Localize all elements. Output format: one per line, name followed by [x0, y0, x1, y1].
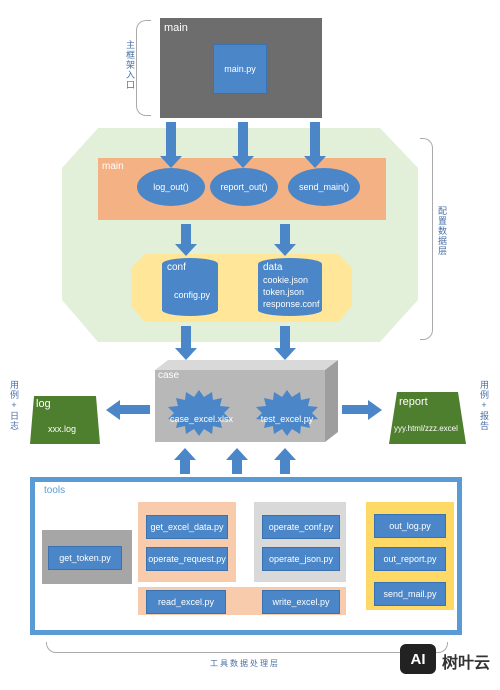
arrow-conf-to-case	[175, 326, 197, 360]
arrow-tools-to-case-2	[226, 448, 248, 474]
token-json-label: token.json	[263, 287, 305, 297]
case-report-label: 用例+报告	[479, 380, 489, 431]
conf-title: conf	[167, 262, 186, 273]
main-mid-title: main	[102, 161, 124, 172]
main-top-title: main	[164, 22, 188, 34]
watermark-text: 树叶云	[442, 655, 491, 672]
send-main-function[interactable]: send_main()	[288, 168, 360, 206]
case-title: case	[158, 370, 180, 381]
tools-frame	[30, 477, 462, 635]
test-excel-burst	[256, 390, 318, 436]
report-out-function[interactable]: report_out()	[210, 168, 278, 206]
case-excel-label[interactable]: case_excel.xlsx	[170, 414, 234, 424]
watermark-badge: AI	[400, 644, 436, 674]
arrow-to-data	[274, 224, 296, 256]
get-excel-data-box[interactable]: get_excel_data.py	[146, 515, 228, 539]
tools-layer-label: 工具数据处理层	[210, 659, 280, 668]
arrow-case-to-log	[106, 400, 150, 420]
arrow-main-to-sendmain	[304, 122, 326, 168]
data-title: data	[263, 262, 283, 273]
read-excel-box[interactable]: read_excel.py	[146, 590, 226, 614]
case-log-label: 用例+日志	[9, 380, 19, 431]
arrow-to-conf	[175, 224, 197, 256]
cookie-json-label: cookie.json	[263, 275, 309, 285]
get-token-box[interactable]: get_token.py	[48, 546, 122, 570]
report-file-label: yyy.html/zzz.excel	[394, 424, 458, 433]
config-layer-label: 配置数据层	[437, 206, 447, 256]
arrow-main-to-reportout	[232, 122, 254, 168]
out-log-box[interactable]: out_log.py	[374, 514, 446, 538]
arrow-case-to-report	[342, 400, 382, 420]
conf-cylinder	[162, 258, 218, 316]
send-mail-box[interactable]: send_mail.py	[374, 582, 446, 606]
data-cylinder	[258, 258, 322, 316]
watermark-badge-text: AI	[410, 650, 426, 668]
xxx-log-label: xxx.log	[48, 424, 77, 434]
entry-label: 主框架入口	[125, 40, 135, 90]
main-top-box: main main.py	[160, 18, 322, 118]
log-out-function[interactable]: log_out()	[137, 168, 205, 206]
test-excel-label[interactable]: test_excel.py	[260, 414, 314, 424]
operate-json-box[interactable]: operate_json.py	[262, 547, 340, 571]
report-title: report	[399, 396, 428, 408]
operate-conf-box[interactable]: operate_conf.py	[262, 515, 340, 539]
out-report-box[interactable]: out_report.py	[374, 547, 446, 571]
entry-brace	[136, 20, 151, 116]
write-excel-box[interactable]: write_excel.py	[262, 590, 340, 614]
main-py-box[interactable]: main.py	[213, 44, 267, 94]
response-conf-label: response.conf	[263, 299, 320, 309]
config-py-label: config.py	[174, 290, 211, 300]
arrow-data-to-case	[274, 326, 296, 360]
case-excel-burst	[168, 390, 230, 436]
arrow-tools-to-case-3	[274, 448, 296, 474]
operate-request-box[interactable]: operate_request.py	[146, 547, 228, 571]
tools-title: tools	[44, 485, 66, 496]
arrow-tools-to-case-1	[174, 448, 196, 474]
arrow-main-to-logout	[160, 122, 182, 168]
log-title: log	[36, 398, 51, 410]
